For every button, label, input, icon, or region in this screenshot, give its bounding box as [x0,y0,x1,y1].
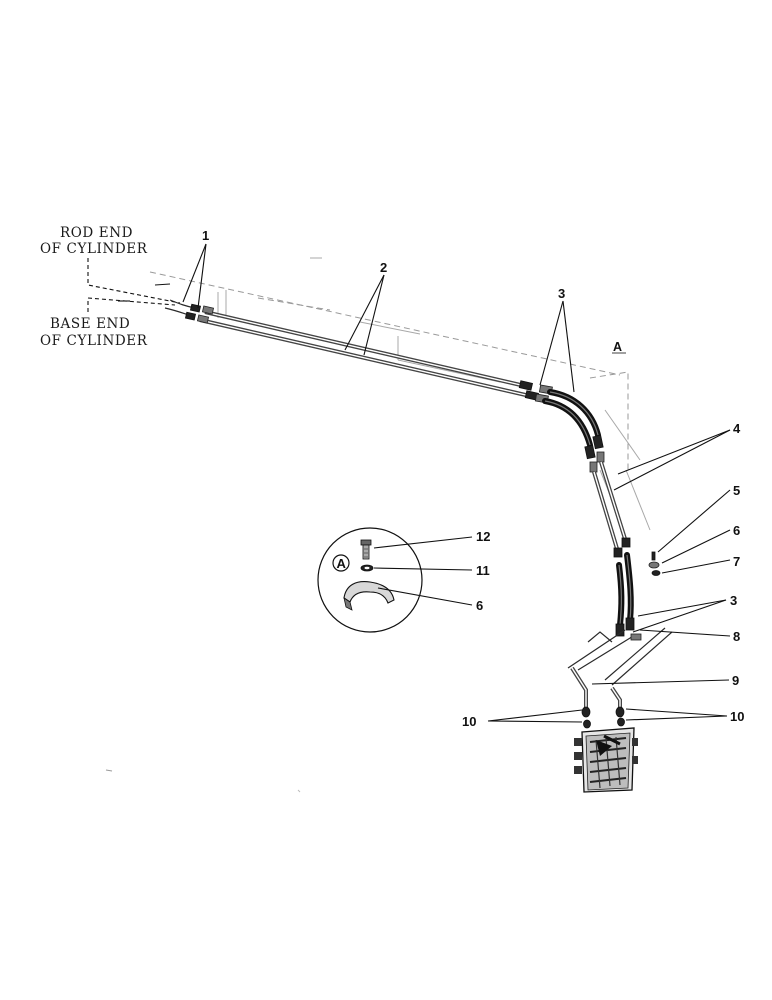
callout-2: 2 [380,260,387,275]
lower-tubes [570,666,625,729]
callout-5: 5 [733,483,740,498]
callout-11: 11 [476,563,490,578]
hose-fitting [615,623,625,637]
fitting [583,719,591,729]
lower-hoses [615,552,635,637]
fitting [617,717,625,727]
view-a-letter: A [613,340,622,354]
fitting [581,706,591,718]
leader-lines [182,243,731,723]
bolt [360,539,372,560]
callout-3-top: 3 [558,286,565,301]
callout-6-right: 6 [733,523,740,538]
callout-8: 8 [733,629,740,644]
callout-3-right: 3 [730,593,737,608]
cylinder-labels: ROD END OF CYLINDER BASE END OF CYLINDER [40,225,148,349]
fitting [613,547,623,558]
cylinder-leads [87,258,181,312]
fitting [615,706,625,718]
fitting [518,380,534,391]
detail-circle [317,527,423,633]
fitting [621,537,631,548]
callout-10-right: 10 [730,709,744,724]
callout-10-left: 10 [462,714,476,729]
hose-fitting [592,434,604,450]
callout-6-detail: 6 [476,598,483,613]
detail-a-badge [332,554,350,572]
rod-end-label-line2: OF CYLINDER [40,241,148,257]
callout-numbers: 1 2 3 4 5 6 7 3 8 9 10 10 12 11 6 [202,228,744,729]
callout-9: 9 [732,673,739,688]
fitting [184,311,197,321]
stray-marks [105,769,301,793]
boom-outline [149,257,651,531]
callout-12: 12 [476,529,490,544]
right-clamp-parts [648,551,661,576]
view-a-marker: A [612,340,626,354]
base-end-label-line1: BASE END [50,316,130,332]
callout-7: 7 [733,554,740,569]
detail-a-view: A [317,527,423,633]
upper-hoses [534,384,604,460]
callout-4: 4 [733,421,741,436]
hose-fitting [584,444,596,460]
fitting [201,305,215,315]
rod-end-label-line1: ROD END [60,225,133,241]
base-end-label-line2: OF CYLINDER [40,333,148,349]
vertical-tubes [589,451,631,558]
fitting [189,303,202,313]
hose-fitting [625,617,635,631]
control-valve [574,727,638,793]
upper-tubes [164,299,540,401]
brackets [567,627,673,686]
detail-a-letter: A [337,556,347,571]
fitting [196,314,210,324]
clamp [343,581,395,604]
callout-1: 1 [202,228,209,243]
